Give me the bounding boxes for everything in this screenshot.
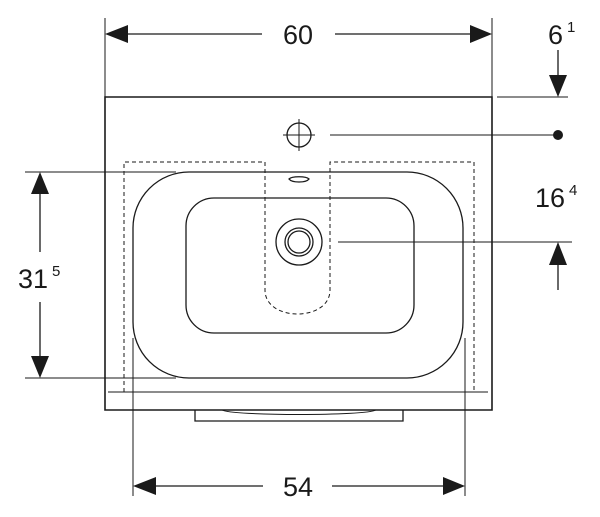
hidden-contour-dashed (123, 161, 475, 392)
dimension-tap-to-drain: 16 4 (330, 130, 577, 290)
basin-outer-outline (104, 96, 493, 411)
bowl-width-label: 54 (283, 472, 313, 502)
bowl-inner (185, 197, 415, 334)
dimension-bowl-depth: 31 5 (18, 171, 176, 379)
basin-towel-rail (194, 409, 404, 422)
bowl-outer (132, 171, 464, 379)
dimension-rim-offset: 6 1 (497, 19, 575, 98)
dimension-overall-width: 60 (104, 18, 493, 97)
dimension-bowl-width: 54 (132, 338, 466, 502)
bowl-depth-label: 31 5 (18, 263, 60, 294)
overflow-hole (288, 176, 310, 183)
tap-to-drain-label: 16 4 (535, 182, 577, 213)
tap-hole (283, 119, 315, 151)
overall-width-label: 60 (283, 20, 313, 50)
rim-offset-label: 6 1 (548, 19, 575, 50)
drain (275, 218, 323, 266)
